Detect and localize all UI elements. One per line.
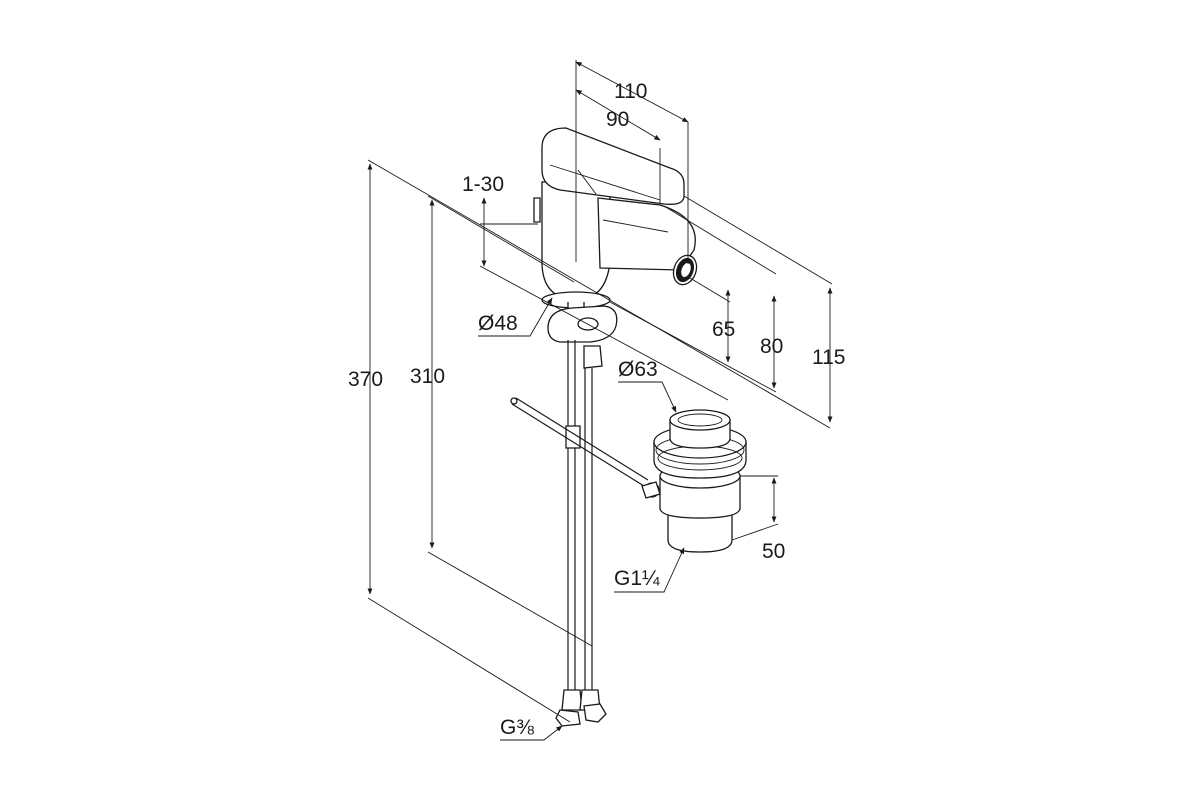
pop-up-waste — [641, 409, 747, 553]
dim-label-90: 90 — [606, 108, 629, 131]
linkage-rod — [510, 397, 649, 487]
dim-label-1-30: 1-30 — [462, 173, 504, 196]
dim-label-waste-diameter: Ø63 — [618, 358, 658, 381]
mounting-set — [547, 302, 618, 727]
dim-label-65: 65 — [712, 318, 735, 341]
dim-label-50: 50 — [762, 540, 785, 563]
dim-label-hose-thread: G⅜ — [500, 716, 534, 739]
dim-label-body-diameter: Ø48 — [478, 312, 518, 335]
dimension-lines — [367, 60, 833, 741]
dim-label-110: 110 — [614, 80, 647, 103]
dim-label-370: 370 — [348, 368, 383, 391]
dim-label-waste-thread: G1¼ — [614, 567, 660, 590]
dim-label-80: 80 — [760, 335, 783, 358]
faucet-body — [533, 127, 698, 309]
dim-label-115: 115 — [812, 346, 845, 369]
dim-label-310: 310 — [410, 365, 445, 388]
